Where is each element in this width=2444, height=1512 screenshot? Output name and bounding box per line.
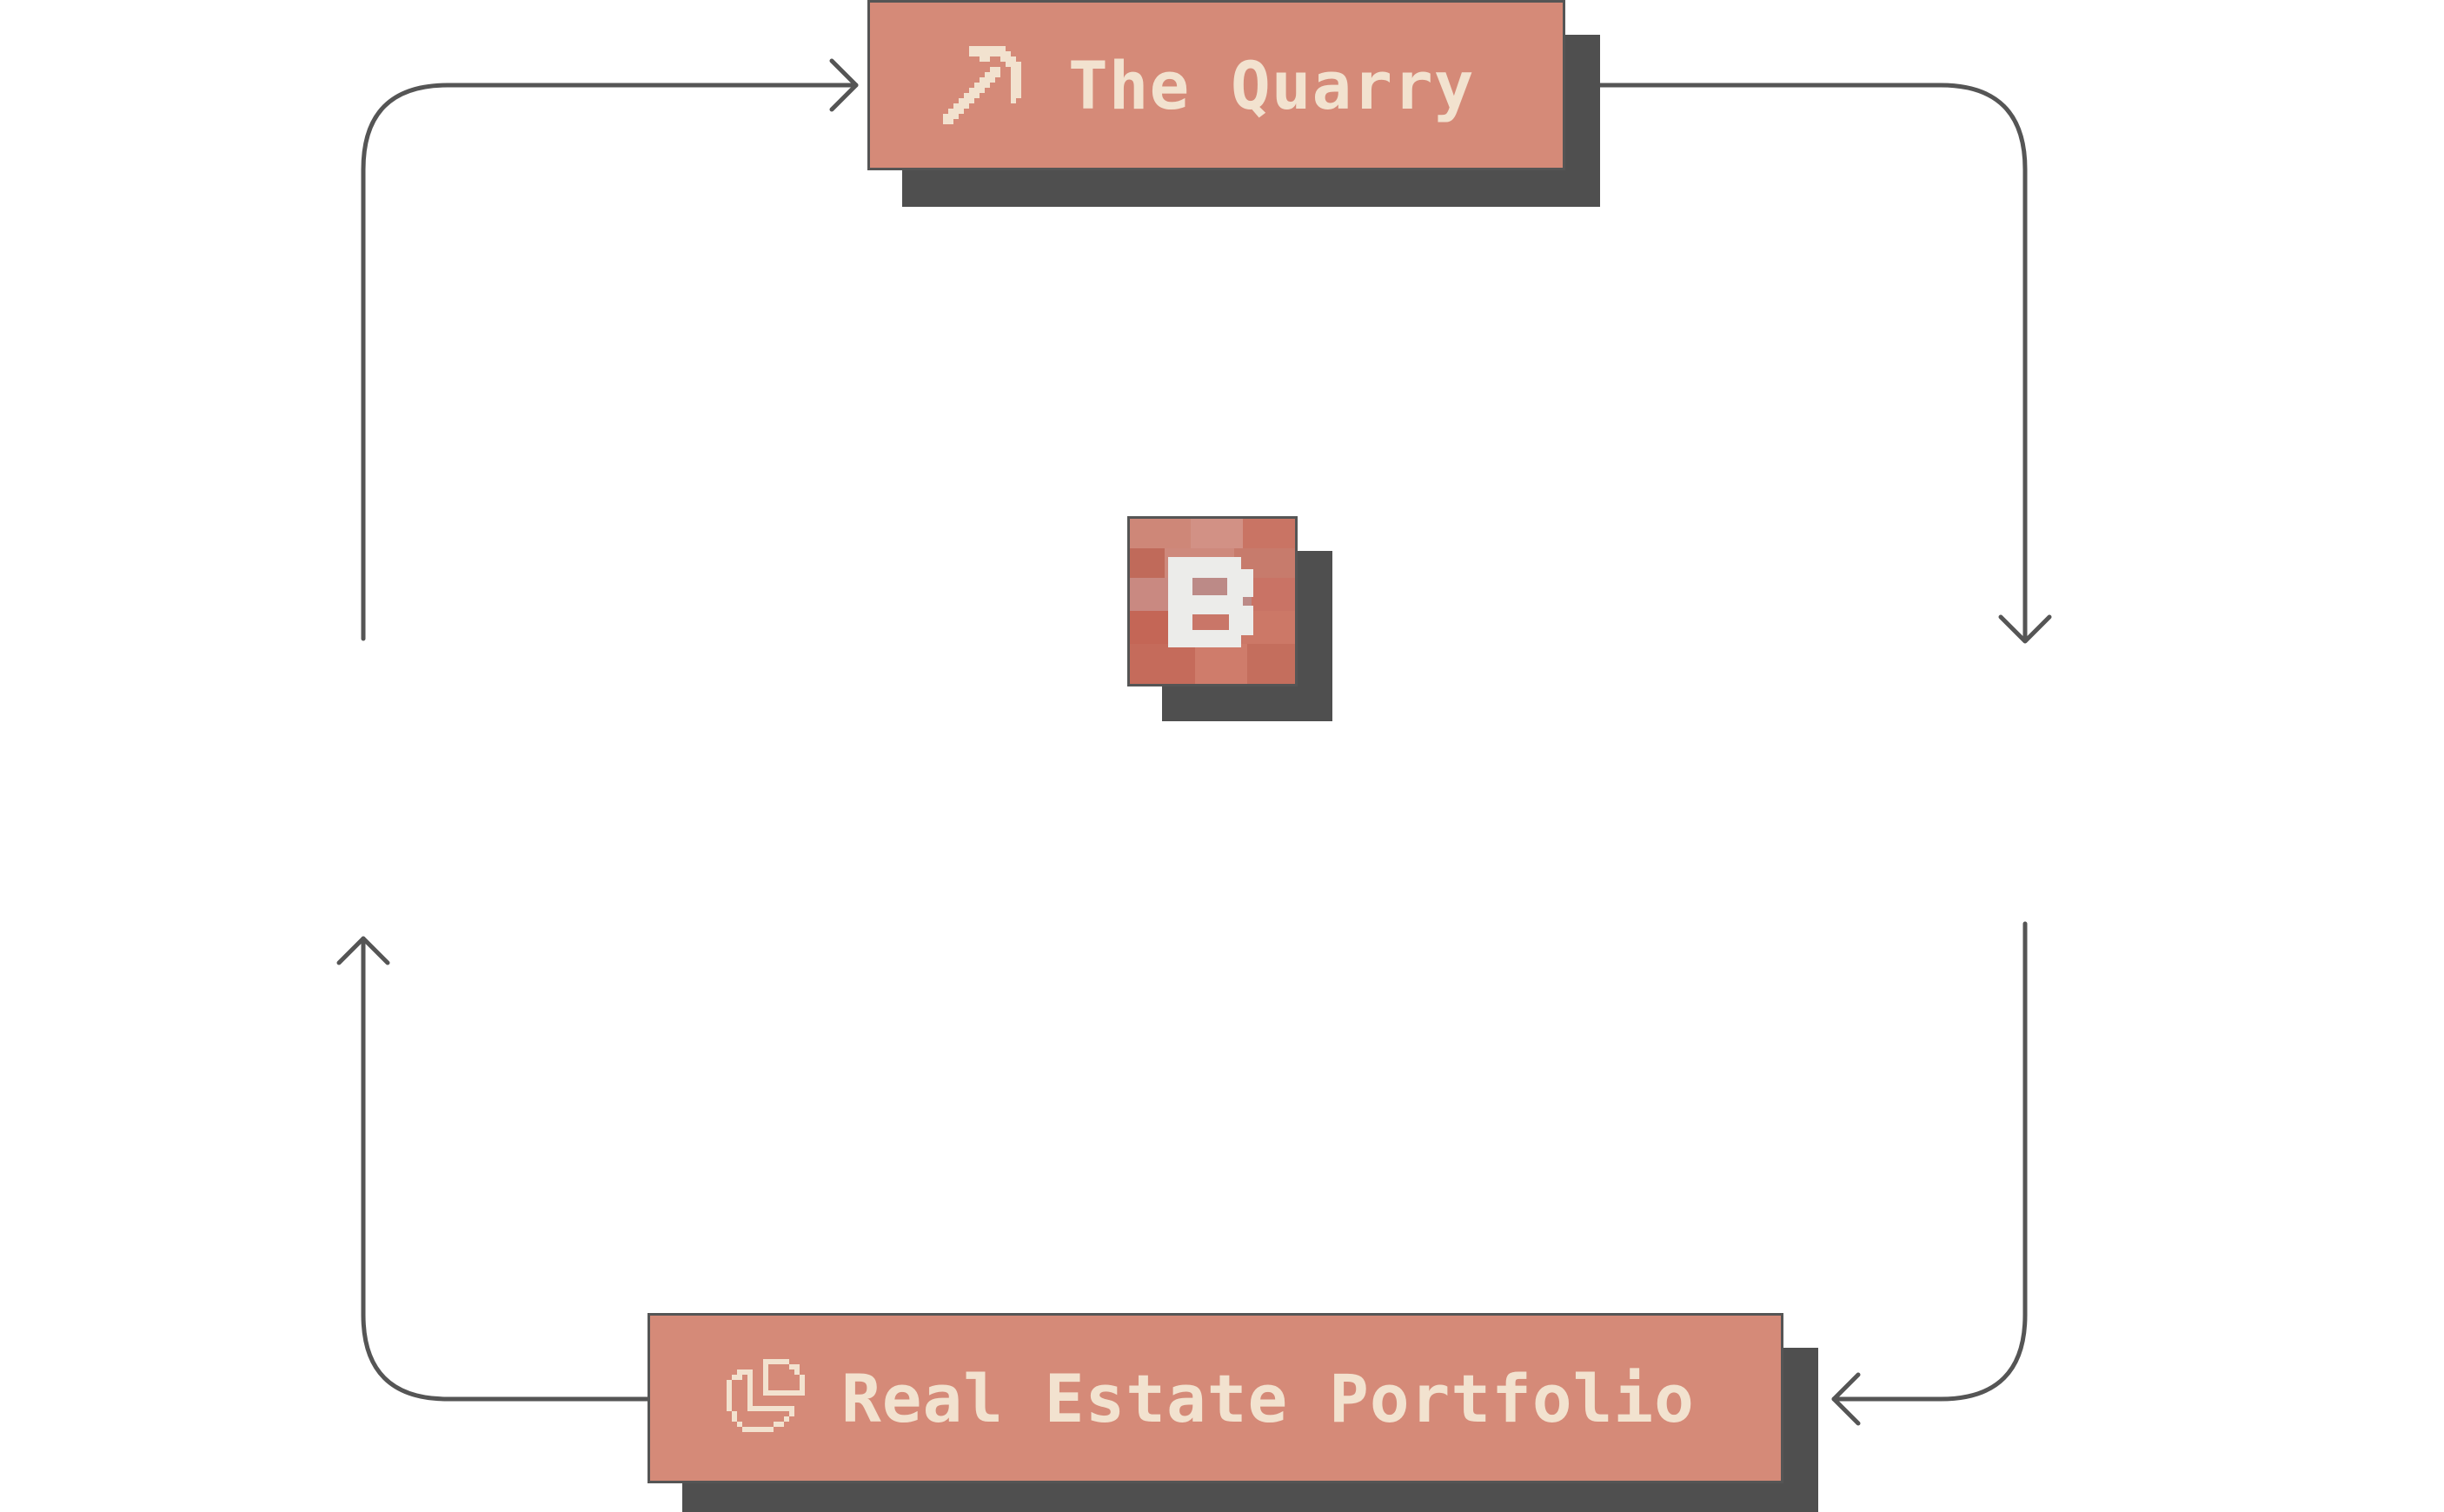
pickaxe-icon: [938, 41, 1026, 129]
connector-left-to-quarry: [361, 83, 859, 641]
node-label: The Quarry: [1068, 46, 1475, 124]
connector-quarry-to-right: [1597, 83, 2028, 643]
arrowhead-down-right: [1998, 614, 2052, 644]
arrowhead-into-portfolio: [1831, 1372, 1861, 1426]
connector-portfolio-to-left: [361, 936, 650, 1402]
center-logo: [1127, 516, 1332, 721]
arrowhead-up-left: [336, 936, 390, 965]
node-the-quarry: The Quarry: [867, 0, 1600, 207]
node-real-estate-portfolio: Real Estate Portfolio: [648, 1313, 1818, 1512]
node-box: Real Estate Portfolio: [648, 1313, 1783, 1483]
pie-chart-icon: [727, 1359, 805, 1437]
connector-right-to-portfolio: [1831, 921, 2028, 1402]
node-label: Real Estate Portfolio: [841, 1359, 1695, 1437]
brick-b-logo: [1127, 516, 1298, 686]
logo-letter-b: [1168, 557, 1253, 647]
arrowhead-into-quarry: [829, 58, 859, 112]
node-box: The Quarry: [867, 0, 1565, 170]
